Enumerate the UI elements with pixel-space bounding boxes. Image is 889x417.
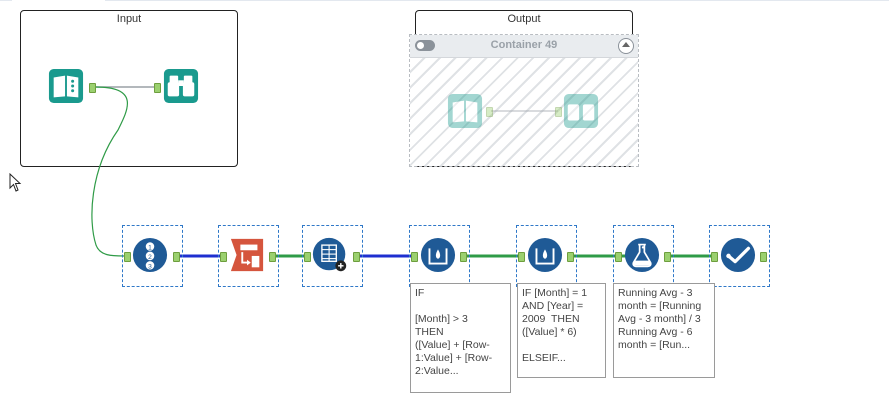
output-container-title: Output: [507, 13, 541, 25]
output-anchor[interactable]: [460, 252, 467, 262]
input-anchor[interactable]: [154, 83, 161, 93]
collapse-icon[interactable]: [618, 38, 634, 54]
flask-icon: [624, 237, 660, 273]
checkmark-icon: [720, 237, 756, 273]
canvas-top-border: [0, 0, 889, 2]
input-anchor[interactable]: [615, 252, 622, 262]
container-49-title: Container 49: [490, 39, 558, 51]
input-container-title: Input: [116, 13, 142, 25]
input-anchor: [555, 107, 562, 117]
annotation-note-2: IF [Month] = 1 AND [Year] = 2009 THEN ([…: [517, 283, 606, 378]
numbered-list-icon: 1 2 3: [132, 237, 168, 273]
container-toggle-switch[interactable]: [415, 40, 435, 51]
multi-row-formula-selection: [302, 225, 363, 287]
output-anchor[interactable]: [89, 83, 96, 93]
beaker-icon: [420, 237, 456, 273]
input-anchor[interactable]: [518, 252, 525, 262]
multi-row-icon: [312, 237, 347, 272]
annotation-note-3: Running Avg - 3 month = [Running Avg - 3…: [613, 283, 715, 378]
binoculars-icon: [563, 93, 599, 129]
book-icon: [48, 68, 84, 104]
select-selection: [709, 225, 770, 287]
svg-text:3: 3: [148, 263, 152, 270]
sort-icon: [230, 238, 264, 272]
output-anchor[interactable]: [567, 252, 574, 262]
svg-text:1: 1: [148, 244, 152, 251]
input-anchor[interactable]: [220, 252, 227, 262]
beaker-icon: [527, 237, 563, 273]
input-anchor[interactable]: [304, 252, 311, 262]
input-anchor[interactable]: [124, 252, 131, 262]
output-anchor[interactable]: [664, 252, 671, 262]
container-49[interactable]: Container 49: [409, 34, 639, 167]
annotation-note-1: IF [Month] > 3 THEN ([Value] + [Row-1:Va…: [410, 283, 511, 393]
output-anchor[interactable]: [173, 252, 180, 262]
container-49-header[interactable]: Container 49: [410, 35, 638, 58]
output-anchor: [486, 107, 493, 117]
output-anchor[interactable]: [760, 252, 767, 262]
mouse-cursor-icon: [9, 173, 22, 192]
input-anchor[interactable]: [411, 252, 418, 262]
sort-selection: [218, 225, 279, 287]
record-id-selection: [122, 225, 183, 287]
book-icon: [447, 93, 483, 129]
output-anchor[interactable]: [353, 252, 360, 262]
input-anchor[interactable]: [711, 252, 718, 262]
svg-text:2: 2: [148, 254, 152, 261]
container-49-disabled-hatch: [410, 58, 638, 166]
output-anchor[interactable]: [269, 252, 276, 262]
connection-input-to-record-id: [91, 86, 128, 257]
binoculars-icon: [163, 68, 199, 104]
